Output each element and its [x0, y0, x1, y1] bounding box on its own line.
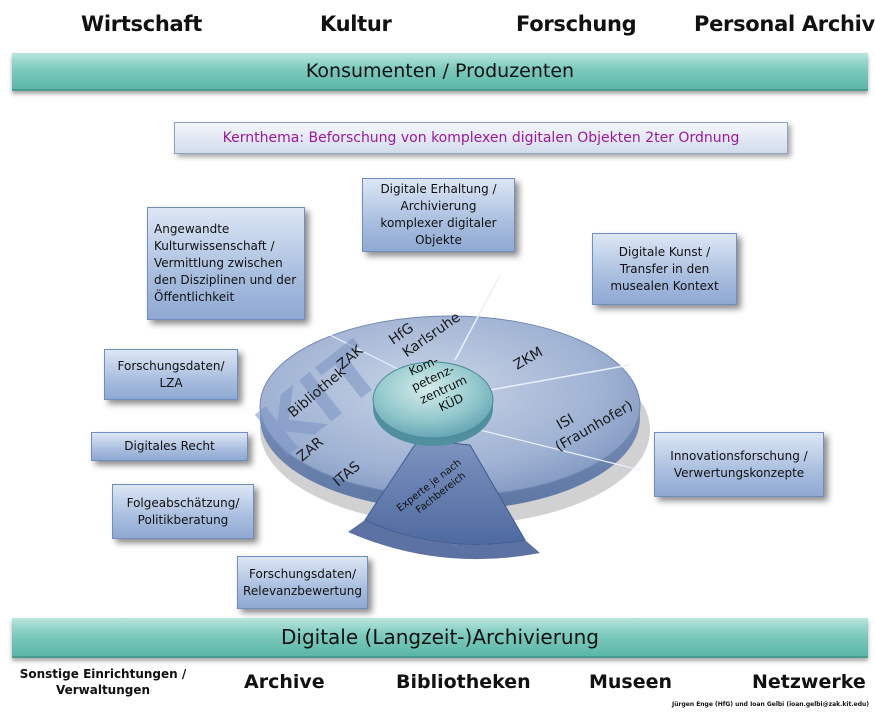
disc-divider: [479, 429, 641, 471]
band-top-label: Konsumenten / Produzenten: [305, 60, 575, 82]
box-folgeabschaetzung: Folgeabschätzung/ Politikberatung: [112, 484, 254, 539]
bottom-category-museen: Museen: [589, 671, 673, 693]
kernthema-text: Kernthema: Beforschung von komplexen dig…: [222, 130, 740, 146]
box-digitales-recht: Digitales Recht: [91, 432, 248, 461]
box-digitale-kunst-text: Digitale Kunst / Transfer in den museale…: [610, 244, 719, 293]
bottom-category-netzwerke: Netzwerke: [752, 671, 866, 693]
band-konsumenten-produzenten: Konsumenten / Produzenten: [12, 53, 868, 91]
box-kulturwissenschaft-text: Angewandte Kulturwissenschaft / Vermittl…: [154, 222, 297, 304]
disc-divider: [454, 274, 501, 361]
box-digitale-kunst: Digitale Kunst / Transfer in den museale…: [592, 233, 737, 305]
box-innovationsforschung-text: Innovationsforschung / Verwertungskonzep…: [670, 448, 808, 480]
box-digitales-recht-text: Digitales Recht: [124, 439, 215, 453]
band-langzeitarchivierung: Digitale (Langzeit-)Archivierung: [12, 618, 868, 658]
bottom-category-sonstige: Sonstige Einrichtungen / Verwaltungen: [19, 667, 187, 697]
band-bottom-label: Digitale (Langzeit-)Archivierung: [281, 625, 599, 649]
box-relevanzbewertung: Forschungsdaten/ Relevanzbewertung: [237, 556, 368, 609]
top-category-forschung: Forschung: [516, 12, 637, 36]
credit-line: Jürgen Enge (HfG) und Ioan Gelbi (ioan.g…: [672, 701, 869, 708]
bottom-category-archive: Archive: [244, 671, 325, 693]
experte-wedge: [364, 439, 526, 545]
disc-divider: [329, 334, 401, 371]
box-forschungsdaten-lza-text: Forschungsdaten/ LZA: [117, 358, 225, 390]
center-cylinder-top: [372, 361, 494, 439]
experte-wedge-rim: [348, 520, 540, 560]
box-digitale-erhaltung-text: Digitale Erhaltung / Archivierung komple…: [380, 182, 497, 247]
kernthema-banner: Kernthema: Beforschung von komplexen dig…: [174, 122, 788, 154]
box-innovationsforschung: Innovationsforschung / Verwertungskonzep…: [654, 432, 824, 497]
top-category-personal-archiving: Personal Archiving: [694, 12, 875, 36]
bottom-category-bibliotheken: Bibliotheken: [396, 671, 531, 693]
disc-divider: [489, 364, 631, 391]
box-folgeabschaetzung-text: Folgeabschätzung/ Politikberatung: [126, 495, 240, 527]
top-category-wirtschaft: Wirtschaft: [81, 12, 203, 36]
top-category-kultur: Kultur: [320, 12, 392, 36]
box-kulturwissenschaft: Angewandte Kulturwissenschaft / Vermittl…: [147, 207, 305, 320]
box-relevanzbewertung-text: Forschungsdaten/ Relevanzbewertung: [243, 566, 362, 598]
box-forschungsdaten-lza: Forschungsdaten/ LZA: [104, 349, 238, 400]
box-digitale-erhaltung: Digitale Erhaltung / Archivierung komple…: [362, 178, 515, 252]
